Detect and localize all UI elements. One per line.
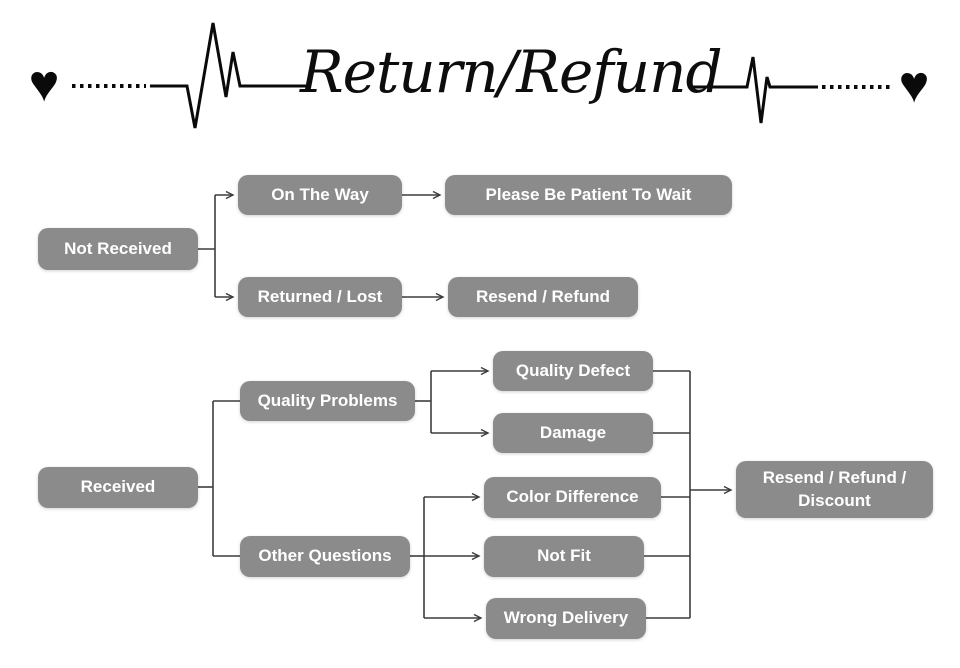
heart-icon: ♥ bbox=[898, 56, 930, 114]
node-on-the-way: On The Way bbox=[238, 175, 402, 215]
heartbeat-line bbox=[72, 22, 890, 129]
node-returned-lost: Returned / Lost bbox=[238, 277, 402, 317]
node-quality-defect: Quality Defect bbox=[493, 351, 653, 391]
node-resend-refund-discount: Resend / Refund / Discount bbox=[736, 461, 933, 518]
node-please-be-patient: Please Be Patient To Wait bbox=[445, 175, 732, 215]
heart-icon: ♥ bbox=[28, 55, 60, 113]
node-quality-problems: Quality Problems bbox=[240, 381, 415, 421]
node-wrong-delivery: Wrong Delivery bbox=[486, 598, 646, 639]
branch-received bbox=[198, 400, 240, 557]
node-received: Received bbox=[38, 467, 198, 508]
branch-convergence bbox=[644, 370, 733, 619]
node-color-difference: Color Difference bbox=[484, 477, 661, 518]
node-not-received: Not Received bbox=[38, 228, 198, 270]
page-title: Return/Refund bbox=[300, 38, 723, 106]
node-damage: Damage bbox=[493, 413, 653, 453]
branch-other-questions bbox=[410, 492, 483, 623]
ekg-pulse-left bbox=[150, 22, 307, 129]
node-not-fit: Not Fit bbox=[484, 536, 644, 577]
node-other-questions: Other Questions bbox=[240, 536, 410, 577]
branch-quality-problems bbox=[415, 366, 490, 438]
ekg-pulse-right bbox=[693, 56, 818, 124]
branch-not-received bbox=[198, 190, 445, 302]
node-resend-refund: Resend / Refund bbox=[448, 277, 638, 317]
